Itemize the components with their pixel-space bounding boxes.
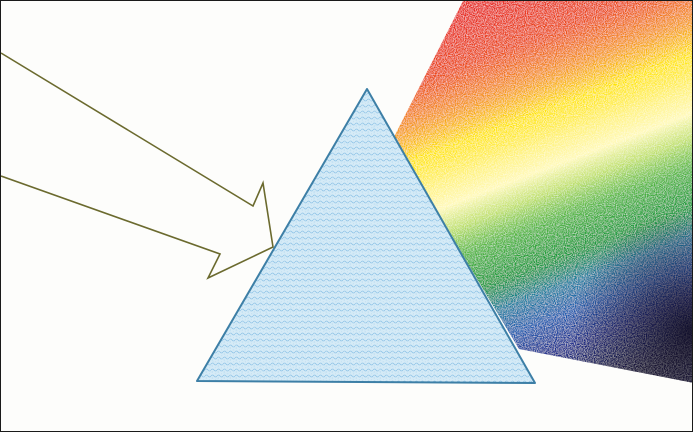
- prism-illustration: [1, 1, 693, 432]
- illustration-frame: [0, 0, 693, 432]
